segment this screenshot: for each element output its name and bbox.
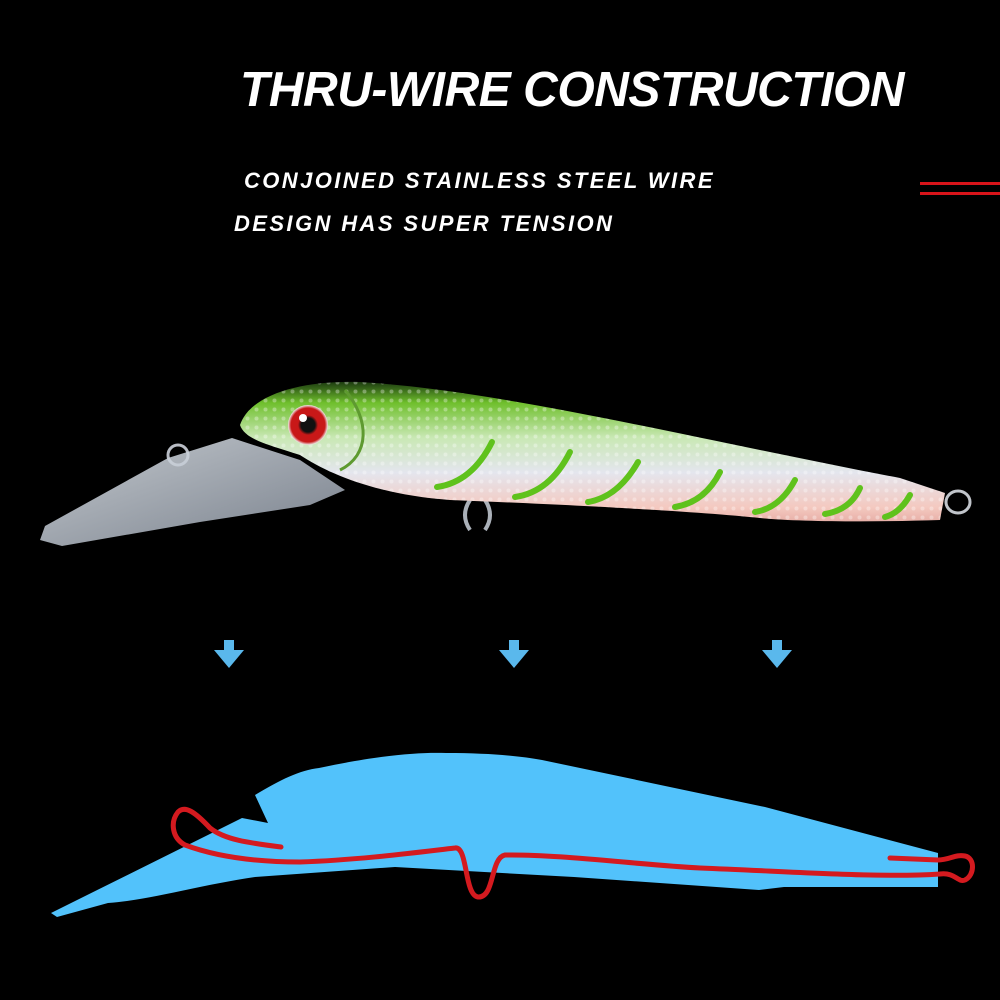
down-arrow-icon bbox=[762, 640, 792, 668]
subtitle-line-1: CONJOINED STAINLESS STEEL WIRE bbox=[244, 168, 715, 193]
decorative-red-line bbox=[920, 182, 1000, 185]
stainless-wire bbox=[170, 806, 975, 900]
gill-line bbox=[339, 389, 365, 472]
down-arrow-icon bbox=[214, 640, 244, 668]
headline: THRU-WIRE CONSTRUCTION bbox=[240, 63, 905, 117]
diving-lip bbox=[40, 438, 345, 546]
green-stripes bbox=[434, 439, 913, 520]
lure-eye bbox=[288, 405, 328, 445]
lure-silhouette bbox=[51, 752, 938, 917]
down-arrow-icon bbox=[499, 640, 529, 668]
hook-hanger bbox=[463, 498, 492, 532]
tow-eye-ring bbox=[944, 489, 972, 515]
subtitle-line-2: DESIGN HAS SUPER TENSION bbox=[234, 211, 615, 236]
decorative-red-line bbox=[920, 192, 1000, 195]
wire-diagram bbox=[51, 752, 975, 917]
fishing-lure-photo bbox=[40, 381, 972, 546]
